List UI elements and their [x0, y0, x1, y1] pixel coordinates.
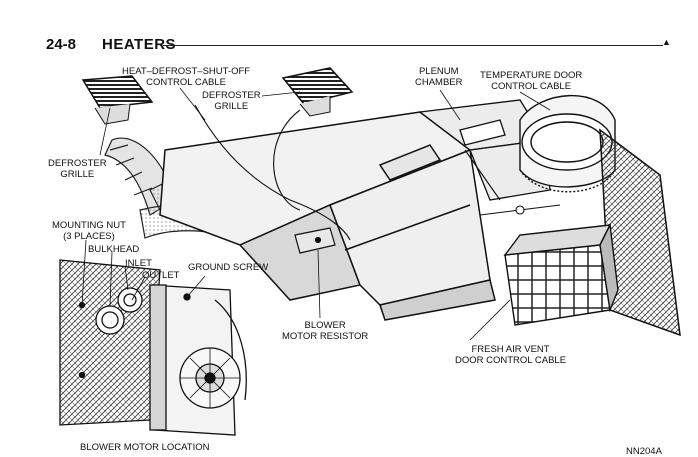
blower-motor-inset [59, 259, 247, 436]
temperature-door-drum [519, 94, 616, 193]
label-blower-motor-resistor: BLOWER MOTOR RESISTOR [282, 320, 369, 342]
label-temperature-door-cable: TEMPERATURE DOOR CONTROL CABLE [480, 70, 583, 92]
header-end-marker: ▲ [662, 37, 671, 47]
label-inlet: INLET [125, 258, 152, 269]
label-plenum-chamber: PLENUM CHAMBER [415, 66, 463, 88]
defroster-grille-left [81, 75, 154, 125]
label-defroster-grille-top: DEFROSTER GRILLE [202, 90, 261, 112]
label-heat-defrost-shutoff-cable: HEAT–DEFROST–SHUT-OFF CONTROL CABLE [122, 66, 251, 88]
header-rule [163, 45, 663, 46]
fresh-air-vent-box [503, 222, 619, 326]
page-header: 24-8 HEATERS ▲ [0, 0, 698, 60]
label-ground-screw: GROUND SCREW [188, 262, 269, 273]
label-fresh-air-vent-cable: FRESH AIR VENT DOOR CONTROL CABLE [455, 344, 567, 366]
blower-motor-resistor [294, 227, 336, 254]
page-number: 24-8 [46, 36, 77, 53]
label-outlet: OUTLET [142, 270, 180, 281]
figure-reference: NN204A [626, 446, 662, 457]
label-mounting-nut: MOUNTING NUT (3 PLACES) [52, 220, 126, 242]
label-defroster-grille-left: DEFROSTER GRILLE [48, 158, 107, 180]
leader-lines [81, 87, 551, 341]
control-cables [194, 104, 561, 241]
label-blower-motor-location: BLOWER MOTOR LOCATION [80, 442, 210, 453]
label-bulkhead: BULKHEAD [88, 244, 140, 255]
section-title: HEATERS [102, 36, 177, 53]
defroster-grille-top [281, 67, 354, 117]
